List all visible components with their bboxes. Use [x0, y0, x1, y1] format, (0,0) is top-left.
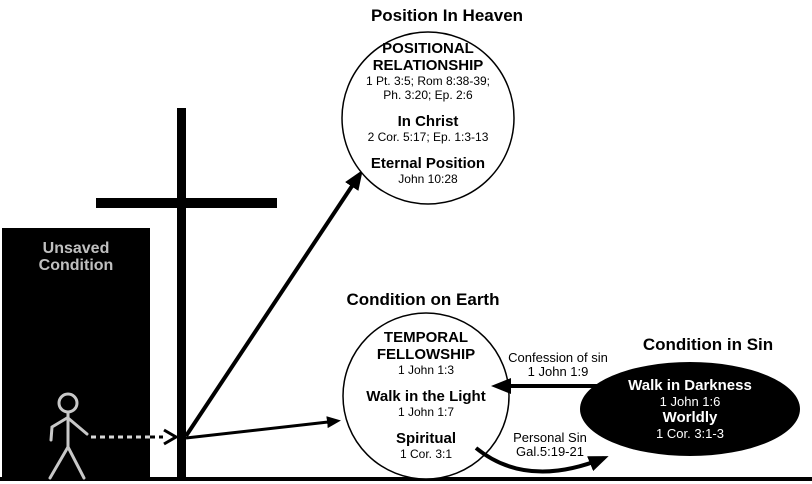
- earth-section-title: Condition on Earth: [346, 290, 500, 309]
- unsaved-condition-label: Unsaved Condition: [38, 240, 114, 274]
- cross-to-heaven-arrow: [184, 169, 363, 438]
- cross-to-earth-arrow: [185, 416, 341, 440]
- heaven-ref2: 2 Cor. 5:17; Ep. 1:3-13: [367, 130, 489, 144]
- unsaved-condition-box: [2, 228, 150, 477]
- heaven-ref1-line2: Ph. 3:20; Ep. 2:6: [383, 88, 473, 102]
- person-figure: [48, 392, 89, 480]
- heaven-ref3: John 10:28: [398, 172, 458, 186]
- sin-ref2: 1 Cor. 3:1-3: [656, 426, 724, 441]
- cross-horizontal-beam: [96, 198, 277, 208]
- confession-label-line1: Confession of sin: [508, 350, 608, 365]
- dotted-arrowhead: [163, 428, 179, 446]
- person-left-arm: [49, 416, 69, 442]
- sin-section-title: Condition in Sin: [642, 335, 774, 354]
- person-right-leg: [66, 445, 86, 480]
- heaven-heading1-line2: RELATIONSHIP: [372, 57, 484, 74]
- person-right-arm: [66, 416, 89, 436]
- heaven-heading3: Eternal Position: [370, 155, 486, 172]
- earth-ref3: 1 Cor. 3:1: [399, 447, 453, 461]
- confession-arrow-label: Confession of sin 1 John 1:9: [488, 351, 628, 379]
- sin-ref1: 1 John 1:6: [659, 394, 721, 409]
- ground-line: [0, 477, 812, 481]
- personal-sin-label-line1: Personal Sin: [513, 430, 587, 445]
- personal-sin-arrow-label: Personal Sin Gal.5:19-21: [480, 431, 620, 459]
- earth-ref2: 1 John 1:7: [397, 405, 455, 419]
- person-to-cross-dotted-arrow: [91, 428, 179, 446]
- sin-heading1: Walk in Darkness: [628, 377, 752, 394]
- earth-heading1-line2: FELLOWSHIP: [376, 346, 476, 363]
- heaven-ref1-line1: 1 Pt. 3:5; Rom 8:38-39;: [365, 74, 491, 88]
- personal-sin-label-line2: Gal.5:19-21: [516, 444, 584, 459]
- earth-circle-text: TEMPORAL FELLOWSHIP 1 John 1:3 Walk in t…: [326, 329, 526, 461]
- heaven-circle-text: POSITIONAL RELATIONSHIP 1 Pt. 3:5; Rom 8…: [328, 40, 528, 186]
- heaven-heading1-line1: POSITIONAL: [382, 40, 474, 57]
- personal-sin-arrow: [474, 446, 609, 474]
- earth-circle: [342, 312, 510, 480]
- heaven-circle: [341, 31, 515, 205]
- person-left-leg: [48, 445, 70, 480]
- cross-vertical-beam: [177, 108, 186, 477]
- earth-heading2: Walk in the Light: [366, 388, 486, 405]
- heaven-section-title: Position In Heaven: [370, 6, 524, 25]
- heaven-heading2: In Christ: [397, 113, 459, 130]
- earth-ref1: 1 John 1:3: [397, 363, 455, 377]
- earth-heading1-line1: TEMPORAL: [383, 329, 469, 346]
- sin-ellipse-text: Walk in Darkness 1 John 1:6 Worldly 1 Co…: [590, 377, 790, 441]
- earth-heading3: Spiritual: [395, 430, 456, 447]
- sin-ellipse: [580, 362, 800, 456]
- sin-heading2: Worldly: [662, 409, 718, 426]
- confession-label-line2: 1 John 1:9: [527, 364, 589, 379]
